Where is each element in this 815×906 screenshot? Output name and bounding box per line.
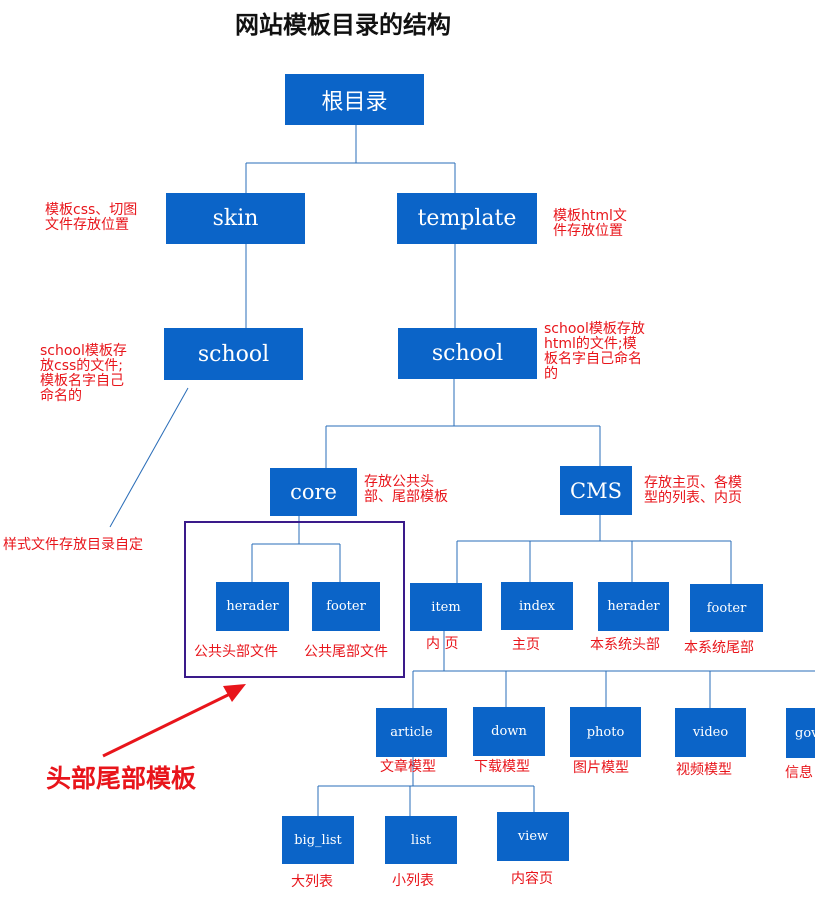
note-skin: 模板css、切图 文件存放位置 xyxy=(45,202,138,233)
node-big-list: big_list xyxy=(282,816,354,864)
node-view: view xyxy=(497,812,569,861)
node-core: core xyxy=(270,468,357,516)
node-skin: skin xyxy=(166,193,305,244)
node-gov: gov xyxy=(786,708,815,758)
node-root: 根目录 xyxy=(285,74,424,125)
label-core-footer: 公共尾部文件 xyxy=(304,644,388,660)
node-cms: CMS xyxy=(560,466,632,515)
note-style-dir: 样式文件存放目录自定 xyxy=(3,537,143,553)
node-article: article xyxy=(376,708,447,757)
core-frame xyxy=(184,521,405,678)
label-core-header: 公共头部文件 xyxy=(194,644,278,660)
label-gov: 信息 xyxy=(785,765,813,781)
page-title: 网站模板目录的结构 xyxy=(235,11,451,39)
node-photo: photo xyxy=(570,707,641,757)
node-list: list xyxy=(385,816,457,864)
label-article: 文章模型 xyxy=(380,759,436,775)
node-core-footer: footer xyxy=(312,582,380,631)
node-cms-header: herader xyxy=(598,582,669,631)
label-item: 内 页 xyxy=(426,636,459,652)
label-view: 内容页 xyxy=(511,871,553,887)
node-down: down xyxy=(473,707,545,756)
node-core-header: herader xyxy=(216,582,289,631)
node-template-school: school xyxy=(398,328,537,379)
note-template: 模板html文 件存放位置 xyxy=(553,208,627,239)
label-cms-header: 本系统头部 xyxy=(590,637,660,653)
label-big-list: 大列表 xyxy=(291,874,333,890)
node-skin-school: school xyxy=(164,328,303,380)
callout-arrow xyxy=(102,691,233,758)
note-skin-school: school模板存 放css的文件; 模板名字自己 命名的 xyxy=(40,343,127,404)
node-video: video xyxy=(675,708,746,757)
label-list: 小列表 xyxy=(392,873,434,889)
node-item: item xyxy=(410,583,482,631)
label-index: 主页 xyxy=(512,637,540,653)
note-core: 存放公共头 部、尾部模板 xyxy=(364,474,448,505)
label-down: 下载模型 xyxy=(474,759,530,775)
callout-header-footer-template: 头部尾部模板 xyxy=(46,764,197,793)
label-cms-footer: 本系统尾部 xyxy=(684,640,754,656)
callout-arrow-head xyxy=(223,684,246,702)
node-index: index xyxy=(501,582,573,630)
node-cms-footer: footer xyxy=(690,584,763,632)
label-video: 视频模型 xyxy=(676,762,732,778)
note-template-school: school模板存放 html的文件;模 板名字自己命名 的 xyxy=(544,321,645,382)
note-cms: 存放主页、各模 型的列表、内页 xyxy=(644,475,742,506)
node-template: template xyxy=(397,193,537,244)
label-photo: 图片模型 xyxy=(573,760,629,776)
